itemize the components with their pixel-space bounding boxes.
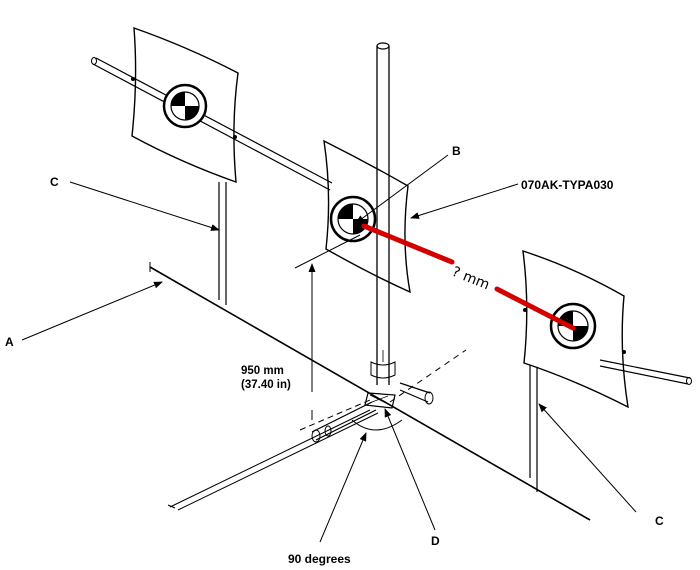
center-target-plate (323, 139, 411, 294)
height-dimension (294, 234, 361, 420)
right-target-plate (522, 249, 629, 409)
left-target-plate (131, 26, 239, 184)
label-a: A (5, 335, 14, 349)
leader-lines (21, 154, 637, 543)
part-number-label: 070AK-TYPA030 (521, 178, 614, 192)
quartered-circle-target-icon (329, 195, 377, 243)
angle-label: 90 degrees (288, 552, 351, 566)
height-in-label: (37.40 in) (241, 379, 291, 391)
height-mm-label: 950 mm (241, 365, 284, 377)
right-support-stand (529, 365, 538, 492)
unknown-distance-label: ? mm (450, 264, 492, 294)
label-d: D (431, 534, 440, 548)
unknown-distance-line (361, 223, 576, 331)
base-rails (167, 349, 467, 511)
label-c-right: C (655, 514, 664, 528)
label-c-left: C (50, 175, 59, 189)
quartered-circle-target-icon (162, 83, 208, 129)
center-pole (370, 42, 396, 385)
left-support-stand (218, 182, 227, 305)
label-b: B (452, 144, 461, 158)
